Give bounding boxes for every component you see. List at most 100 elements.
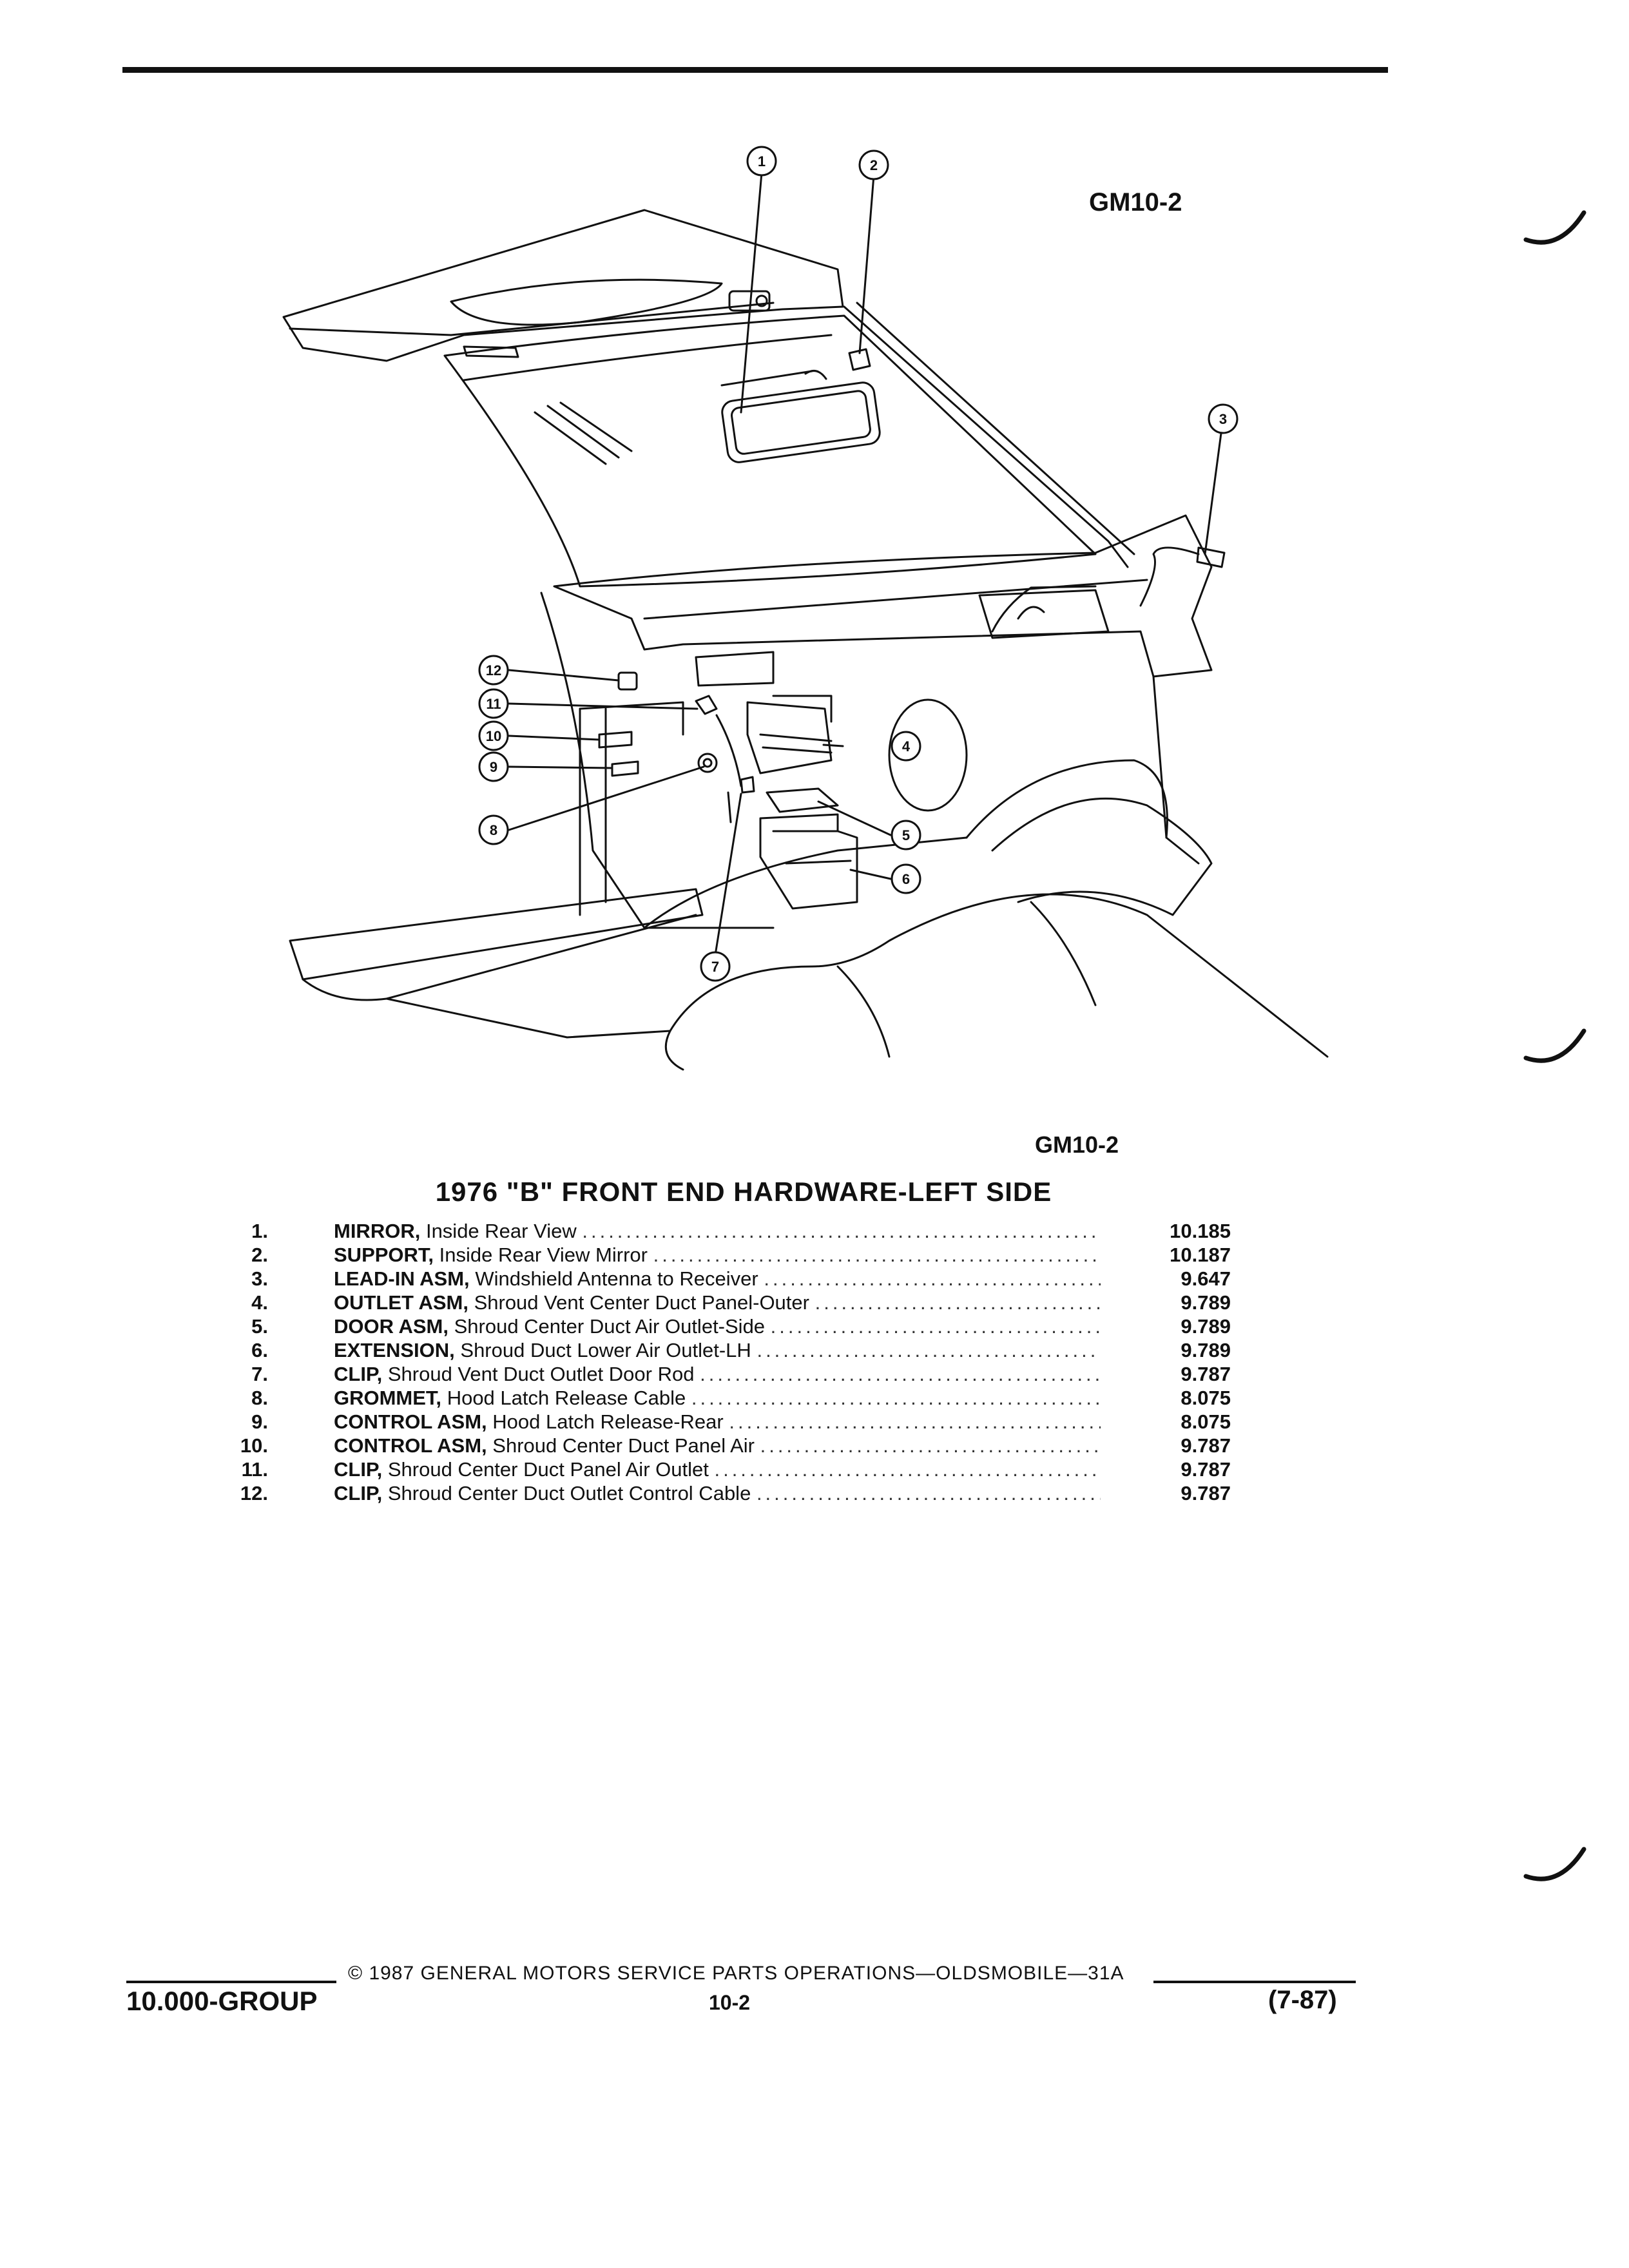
- part-number: 11.: [241, 1458, 268, 1481]
- part-reference: 9.787: [1181, 1434, 1231, 1457]
- part-detail: Inside Rear View Mirror: [439, 1244, 648, 1266]
- parts-row: 2. SUPPORT, Inside Rear View Mirror ....…: [0, 1243, 1629, 1267]
- figure-code-top: GM10-2: [1089, 188, 1182, 216]
- part-reference: 9.789: [1181, 1315, 1231, 1338]
- callout-11: 11: [486, 696, 501, 712]
- callout-6: 6: [902, 871, 910, 887]
- part-description: CLIP, Shroud Vent Duct Outlet Door Rod .…: [334, 1362, 1101, 1386]
- part-name: MIRROR,: [334, 1220, 421, 1242]
- part-detail: Windshield Antenna to Receiver: [475, 1267, 758, 1290]
- footer-rule-left: [126, 1981, 336, 1983]
- dot-leader: ........................................…: [653, 1244, 1101, 1266]
- part-description: CONTROL ASM, Shroud Center Duct Panel Ai…: [334, 1434, 1101, 1457]
- part-reference: 8.075: [1181, 1387, 1231, 1409]
- part-name: LEAD-IN ASM,: [334, 1267, 470, 1290]
- part-detail: Inside Rear View: [425, 1220, 577, 1242]
- dot-leader: ........................................…: [760, 1434, 1101, 1457]
- part-name: OUTLET ASM,: [334, 1291, 468, 1314]
- part-detail: Hood Latch Release Cable: [447, 1387, 686, 1409]
- page-title-text: 1976 "B" FRONT END HARDWARE-LEFT SIDE: [435, 1177, 1052, 1207]
- part-detail: Hood Latch Release-Rear: [492, 1410, 724, 1433]
- binder-mark-1: [1523, 210, 1586, 245]
- callout-1: 1: [758, 153, 766, 169]
- parts-row: 12. CLIP, Shroud Center Duct Outlet Cont…: [0, 1481, 1629, 1505]
- group-label: 10.000-GROUP: [126, 1986, 318, 2016]
- part-number: 9.: [251, 1410, 268, 1433]
- callout-7: 7: [711, 959, 719, 975]
- part-reference: 9.787: [1181, 1458, 1231, 1481]
- part-description: LEAD-IN ASM, Windshield Antenna to Recei…: [334, 1267, 1101, 1291]
- dot-leader: ........................................…: [756, 1482, 1101, 1504]
- part-number: 3.: [251, 1267, 268, 1290]
- part-name: CLIP,: [334, 1482, 383, 1504]
- part-reference: 9.647: [1181, 1267, 1231, 1290]
- part-number: 7.: [251, 1363, 268, 1385]
- part-detail: Shroud Vent Duct Outlet Door Rod: [387, 1363, 695, 1385]
- part-name: CONTROL ASM,: [334, 1410, 487, 1433]
- callout-4: 4: [902, 738, 911, 754]
- dot-leader: ........................................…: [700, 1363, 1101, 1385]
- part-name: SUPPORT,: [334, 1244, 434, 1266]
- page-title: 1976 "B" FRONT END HARDWARE-LEFT SIDE: [0, 1177, 1629, 1207]
- callout-9: 9: [490, 759, 497, 775]
- binder-mark-2: [1523, 1028, 1586, 1063]
- parts-row: 11. CLIP, Shroud Center Duct Panel Air O…: [0, 1457, 1629, 1481]
- part-number: 2.: [251, 1244, 268, 1266]
- part-number: 10.: [240, 1434, 268, 1457]
- part-number: 12.: [240, 1482, 268, 1504]
- part-description: OUTLET ASM, Shroud Vent Center Duct Pane…: [334, 1291, 1101, 1314]
- parts-row: 3. LEAD-IN ASM, Windshield Antenna to Re…: [0, 1267, 1629, 1291]
- parts-row: 9. CONTROL ASM, Hood Latch Release-Rear …: [0, 1410, 1629, 1434]
- parts-row: 6. EXTENSION, Shroud Duct Lower Air Outl…: [0, 1338, 1629, 1362]
- dot-leader: ........................................…: [815, 1291, 1101, 1314]
- part-name: CLIP,: [334, 1458, 383, 1481]
- part-name: DOOR ASM,: [334, 1315, 448, 1338]
- callout-2: 2: [870, 157, 878, 173]
- part-reference: 10.187: [1170, 1244, 1231, 1266]
- hardware-diagram: 1 2 3 4 5 6 7 8 9 10 11 12: [282, 146, 1329, 1071]
- part-description: SUPPORT, Inside Rear View Mirror .......…: [334, 1243, 1101, 1267]
- copyright-line: © 1987 GENERAL MOTORS SERVICE PARTS OPER…: [348, 1963, 1124, 1984]
- part-detail: Shroud Center Duct Outlet Control Cable: [387, 1482, 751, 1504]
- parts-row: 5. DOOR ASM, Shroud Center Duct Air Outl…: [0, 1314, 1629, 1338]
- part-name: CONTROL ASM,: [334, 1434, 487, 1457]
- binder-mark-3: [1523, 1847, 1586, 1881]
- part-name: EXTENSION,: [334, 1339, 455, 1361]
- part-number: 4.: [251, 1291, 268, 1314]
- parts-row: 10. CONTROL ASM, Shroud Center Duct Pane…: [0, 1434, 1629, 1457]
- dot-leader: ........................................…: [582, 1220, 1101, 1242]
- part-description: EXTENSION, Shroud Duct Lower Air Outlet-…: [334, 1338, 1101, 1362]
- dot-leader: ........................................…: [714, 1458, 1101, 1481]
- callout-3: 3: [1219, 411, 1227, 427]
- part-description: DOOR ASM, Shroud Center Duct Air Outlet-…: [334, 1314, 1101, 1338]
- callout-10: 10: [486, 728, 501, 744]
- part-description: GROMMET, Hood Latch Release Cable ......…: [334, 1386, 1101, 1410]
- dot-leader: ........................................…: [770, 1315, 1101, 1338]
- parts-row: 1. MIRROR, Inside Rear View ............…: [0, 1219, 1629, 1243]
- part-description: CONTROL ASM, Hood Latch Release-Rear ...…: [334, 1410, 1101, 1434]
- part-description: CLIP, Shroud Center Duct Panel Air Outle…: [334, 1457, 1101, 1481]
- part-detail: Shroud Center Duct Panel Air: [492, 1434, 755, 1457]
- part-number: 5.: [251, 1315, 268, 1338]
- parts-row: 7. CLIP, Shroud Vent Duct Outlet Door Ro…: [0, 1362, 1629, 1386]
- revision-code: (7-87): [1268, 1986, 1337, 2014]
- part-name: CLIP,: [334, 1363, 383, 1385]
- part-reference: 9.787: [1181, 1363, 1231, 1385]
- part-detail: Shroud Vent Center Duct Panel-Outer: [474, 1291, 809, 1314]
- figure-code-bottom: GM10-2: [1035, 1131, 1119, 1158]
- part-reference: 9.789: [1181, 1339, 1231, 1361]
- callout-8: 8: [490, 822, 497, 838]
- part-reference: 9.789: [1181, 1291, 1231, 1314]
- part-detail: Shroud Duct Lower Air Outlet-LH: [460, 1339, 751, 1361]
- part-description: CLIP, Shroud Center Duct Outlet Control …: [334, 1481, 1101, 1505]
- part-reference: 10.185: [1170, 1220, 1231, 1242]
- dot-leader: ........................................…: [691, 1387, 1101, 1409]
- part-number: 8.: [251, 1387, 268, 1409]
- footer-rule-right: [1153, 1981, 1356, 1983]
- parts-row: 8. GROMMET, Hood Latch Release Cable ...…: [0, 1386, 1629, 1410]
- dot-leader: ........................................…: [729, 1410, 1101, 1433]
- part-reference: 8.075: [1181, 1410, 1231, 1433]
- callout-12: 12: [486, 662, 501, 678]
- part-description: MIRROR, Inside Rear View ...............…: [334, 1219, 1101, 1243]
- callout-5: 5: [902, 827, 910, 843]
